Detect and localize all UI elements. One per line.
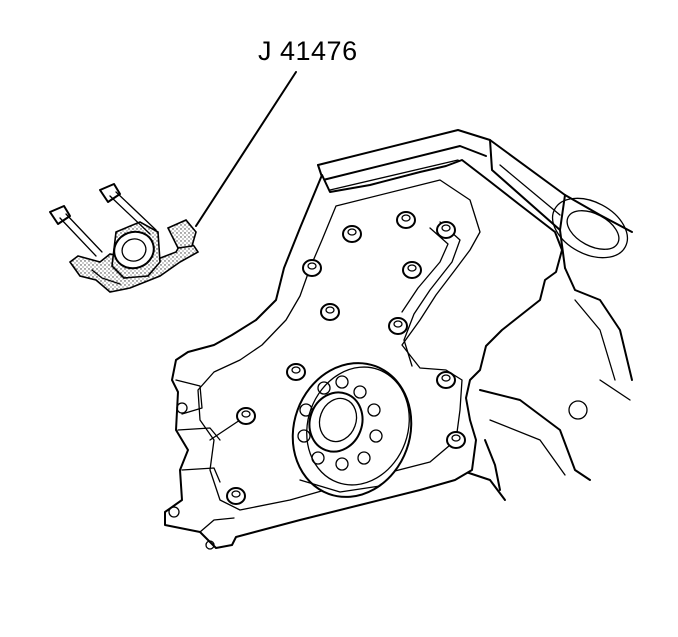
callout-leader-line	[195, 71, 297, 227]
engine-block	[164, 129, 633, 550]
front-cover	[164, 159, 563, 549]
crankshaft-seal-bore	[291, 362, 413, 498]
tool-bolt-left	[49, 205, 103, 257]
tool-callout-label: J 41476	[258, 36, 358, 66]
cover-bolts	[226, 211, 466, 505]
alignment-tool	[49, 183, 200, 293]
tool-bolt-right	[99, 183, 157, 235]
